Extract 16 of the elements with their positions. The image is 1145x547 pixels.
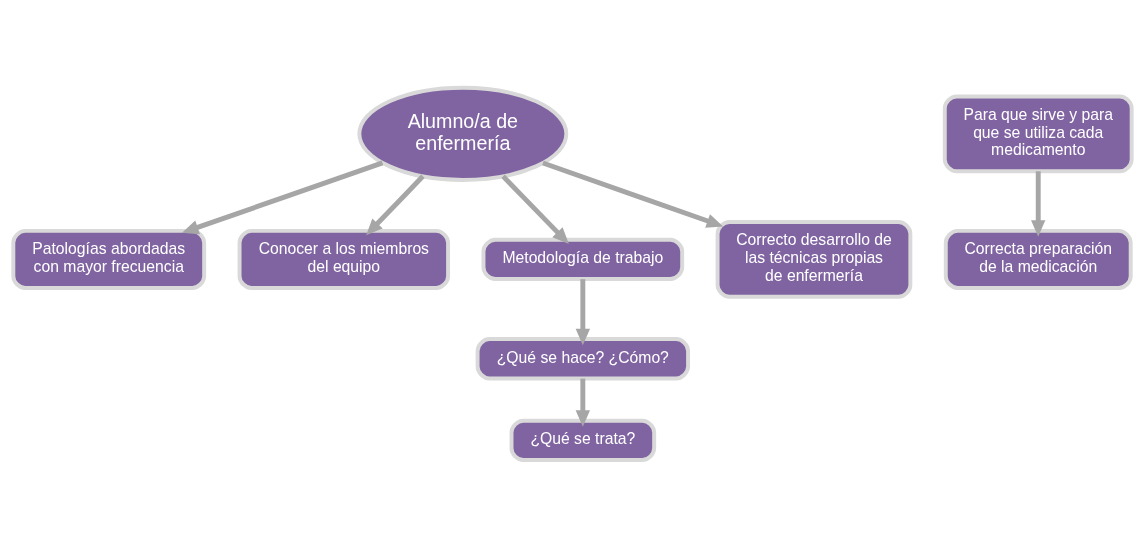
node-box: Correcta preparación de la medicación [943, 228, 1133, 290]
arrow [542, 160, 724, 228]
arrow [501, 174, 569, 244]
node-box: Conocer a los miembros del equipo [237, 228, 451, 290]
node-box: Correcto desarrollo de las técnicas propias de enfermería [715, 219, 913, 299]
arrow [366, 174, 425, 235]
node-box: Para que sirve y para que se utiliza cada medicamento [942, 94, 1134, 173]
arrow [575, 278, 591, 345]
node-box: ¿Qué se trata? [509, 418, 657, 462]
arrow [182, 160, 384, 234]
node-box: Patologías abordadas con mayor frecuencia [11, 228, 207, 290]
node-ellipse: Alumno/a de enfermería [357, 85, 569, 182]
arrow [575, 378, 591, 427]
node-box: ¿Qué se hace? ¿Cómo? [475, 336, 691, 380]
arrow [1031, 170, 1046, 237]
node-box: Metodología de trabajo [481, 237, 685, 281]
